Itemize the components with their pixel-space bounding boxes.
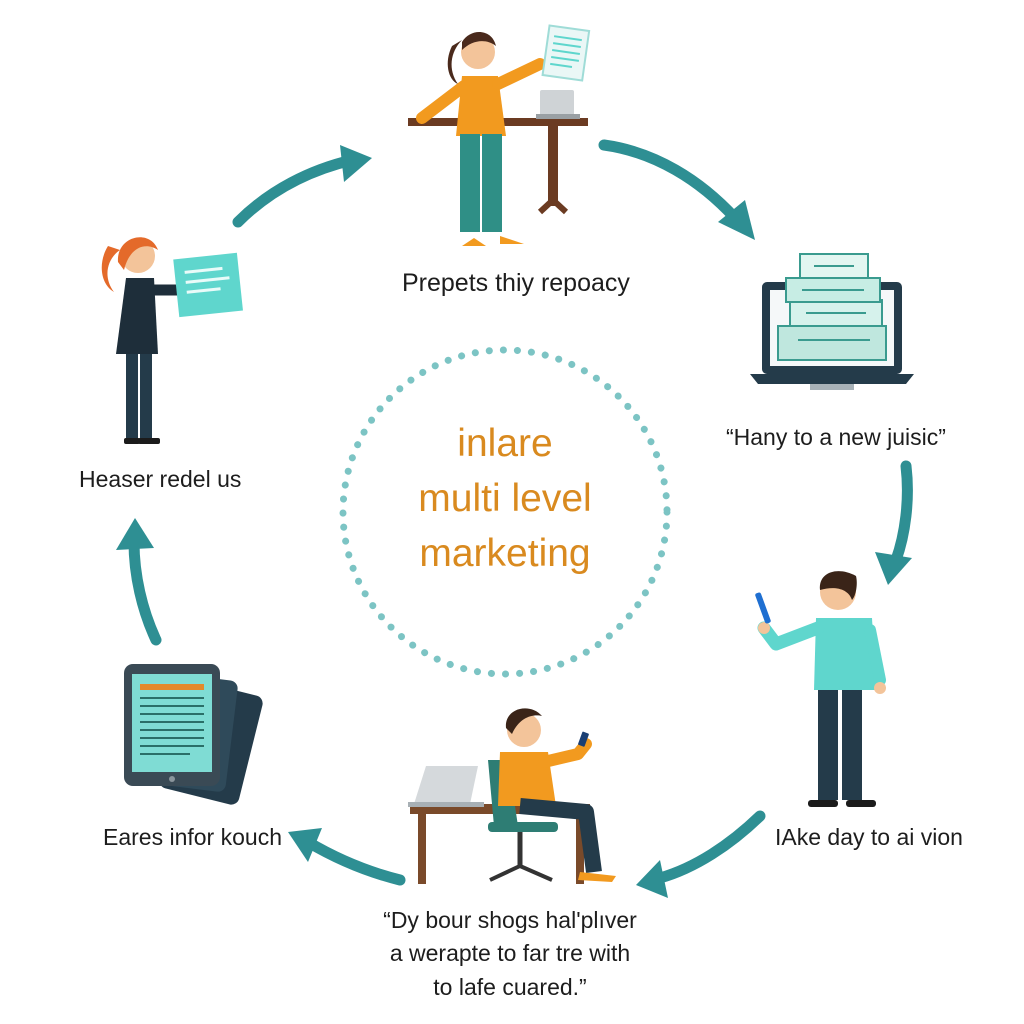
arrow-top-to-right (598, 139, 741, 224)
center-title: inlare multi level marketing (380, 416, 630, 581)
man-desk-icon (408, 708, 616, 884)
arrow-bottom-to-bottom-left (302, 836, 406, 886)
arrow-left-to-top (232, 154, 358, 228)
arrow-head-bottom-left-to-left (116, 518, 154, 550)
step-label-bottom-left: Eares infor kouch (103, 824, 282, 850)
tablet-documents-icon (124, 664, 263, 805)
man-phone-icon (755, 571, 886, 807)
step-label-left: Heaser redel us (79, 466, 242, 492)
step-label-top: Prepets thiy repoacy (402, 269, 630, 297)
woman-presenting-icon (408, 24, 591, 246)
laptop-stack-icon (750, 253, 914, 390)
cycle-arrows (116, 139, 913, 898)
center-title-line-3: marketing (419, 532, 591, 575)
arrow-head-left-to-top (340, 145, 372, 182)
arrow-bottom-right-to-bottom (654, 810, 766, 884)
arrow-head-bottom-to-bottom-left (288, 828, 322, 862)
arrow-right-to-bottom-right (890, 460, 913, 566)
arrow-bottom-left-to-left (128, 536, 162, 646)
arrow-head-top-to-right (718, 200, 755, 240)
arrow-head-bottom-right-to-bottom (636, 860, 668, 898)
center-title-line-2: multi level (418, 477, 592, 520)
center-title-line-1: inlare (457, 422, 553, 465)
dotted-center-circle (339, 346, 671, 678)
woman-document-icon (101, 237, 243, 444)
step-label-bottom: “Dy bour shogs hal'plıver a werapte to f… (383, 907, 637, 1000)
step-label-bottom-right: IAke day to ai vion (775, 824, 963, 850)
arrow-head-right-to-bottom-right (875, 552, 912, 585)
step-label-right: “Hany to a new juisic” (726, 424, 946, 450)
